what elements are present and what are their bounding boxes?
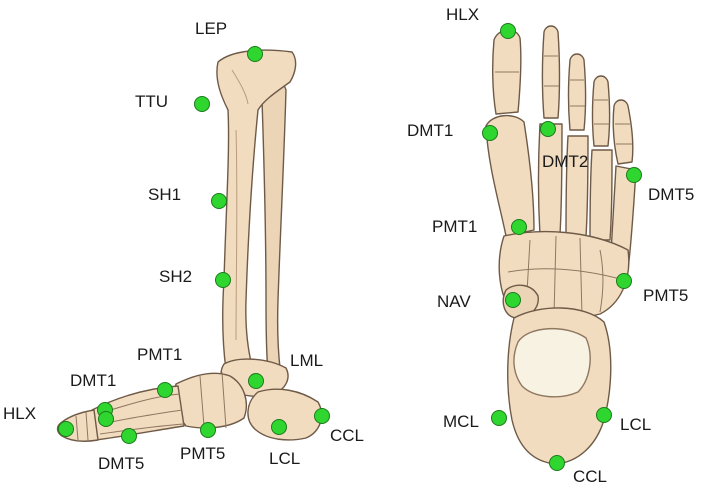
label-hlx: HLX — [3, 404, 37, 423]
metatarsal-2-bone — [537, 123, 563, 237]
label-sh1: SH1 — [148, 185, 182, 204]
label-lml: LML — [290, 351, 324, 370]
fibula-bone — [261, 81, 287, 373]
landmark-marker-foot-dmt1 — [482, 125, 498, 141]
landmark-marker-lcl — [271, 419, 287, 435]
lower-leg-illustration — [56, 49, 323, 442]
landmark-marker-lml — [248, 373, 264, 389]
landmark-marker-pmt1 — [157, 382, 173, 398]
label-dmt5: DMT5 — [98, 454, 145, 473]
landmark-marker-dmt5 — [121, 428, 137, 444]
toe-4-phalanges — [591, 75, 611, 147]
landmark-marker-foot-hlx — [500, 23, 516, 39]
label-dmt1: DMT1 — [70, 371, 117, 390]
label-lcl: LCL — [269, 449, 301, 468]
toe-3-phalanges — [567, 53, 587, 131]
label-pmt5: PMT5 — [180, 444, 226, 463]
landmark-marker-sh1 — [211, 193, 227, 209]
tarsal-bones — [173, 372, 248, 429]
landmark-marker-lep — [247, 46, 263, 62]
label-sh2: SH2 — [159, 267, 193, 286]
landmark-marker-foot-pmt1 — [511, 219, 527, 235]
label-pmt1: PMT1 — [137, 345, 183, 364]
label-foot-nav: NAV — [437, 292, 471, 311]
landmark-marker-sh2 — [215, 272, 231, 288]
landmark-marker-foot-lcl — [596, 407, 612, 423]
landmark-marker-pmt5 — [200, 422, 216, 438]
landmark-marker-foot-dmt5 — [626, 167, 642, 183]
metatarsal-4-bone — [589, 149, 613, 241]
label-foot-pmt5: PMT5 — [643, 286, 689, 305]
landmark-marker-foot-nav — [505, 292, 521, 308]
metatarsal-3-bone — [565, 135, 589, 237]
talus-dome — [513, 328, 591, 398]
toe-5-phalanges — [612, 99, 634, 165]
landmark-marker-hlx — [58, 421, 74, 437]
label-foot-dmt2: DMT2 — [542, 152, 589, 171]
label-foot-dmt1: DMT1 — [407, 121, 454, 140]
toe-2-phalanges — [541, 25, 561, 119]
label-foot-mcl: MCL — [443, 412, 479, 431]
label-ttu: TTU — [135, 92, 169, 111]
metatarsal-1-bone — [485, 115, 535, 237]
landmark-marker-foot-ccl — [549, 455, 565, 471]
label-foot-hlx: HLX — [446, 5, 480, 24]
landmark-marker-foot-mcl — [491, 410, 507, 426]
landmark-marker-foot-dmt2 — [540, 121, 556, 137]
landmark-marker-ttu — [194, 96, 210, 112]
landmark-marker-foot-pmt5 — [616, 273, 632, 289]
landmark-marker-ccl — [314, 408, 330, 424]
label-ccl: CCL — [330, 426, 365, 445]
foot-illustration — [485, 25, 637, 465]
label-foot-dmt5: DMT5 — [648, 185, 695, 204]
landmark-marker-dmt1-lower — [98, 411, 114, 427]
label-foot-pmt1: PMT1 — [432, 217, 478, 236]
label-foot-lcl: LCL — [620, 415, 652, 434]
calcaneus-bone — [247, 388, 323, 441]
label-lep: LEP — [195, 19, 228, 38]
label-foot-ccl: CCL — [573, 467, 608, 486]
